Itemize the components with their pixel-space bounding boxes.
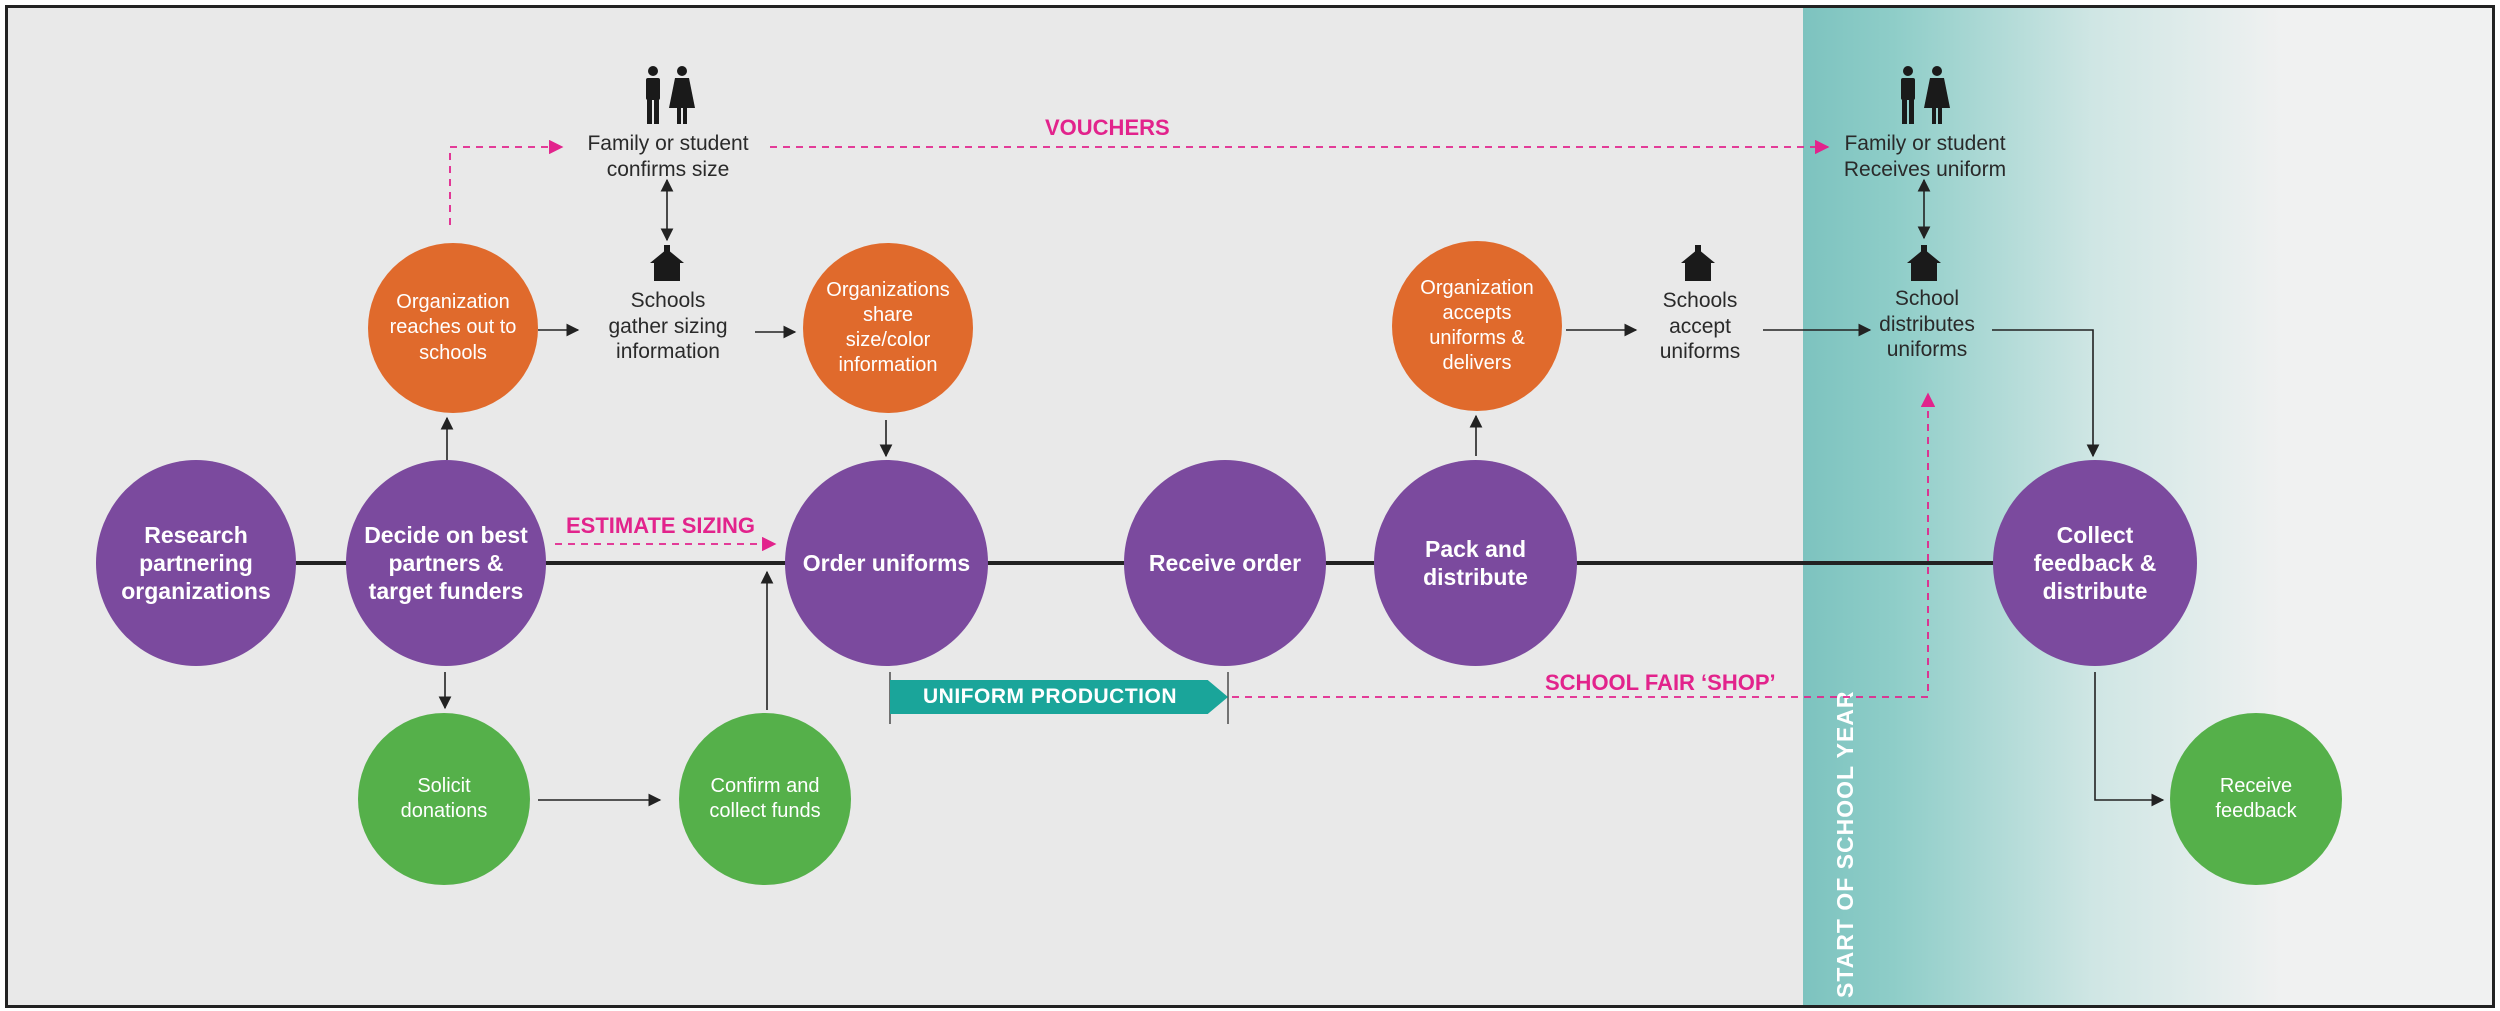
node-receive-order: Receive order xyxy=(1124,460,1326,666)
node-solicit: Solicit donations xyxy=(358,713,530,885)
label-estimate-sizing: ESTIMATE SIZING xyxy=(566,513,756,538)
node-order: Order uniforms xyxy=(785,460,988,666)
label-school-fair: SCHOOL FAIR ‘SHOP’ xyxy=(1545,670,1776,695)
label-school-distributes: School distributes uniforms xyxy=(1879,287,1975,362)
label-schools-accept: Schools accept uniforms xyxy=(1659,289,1741,364)
label-vouchers: VOUCHERS xyxy=(1045,115,1170,140)
node-org-accepts: Organization accepts uniforms & delivers xyxy=(1392,241,1562,411)
label-family-confirms: Family or student confirms size xyxy=(587,132,749,181)
node-research: Research partnering organizations xyxy=(96,460,296,666)
node-collect: Collect feedback & distribute xyxy=(1993,460,2197,666)
family-icon xyxy=(646,66,695,124)
school-icon xyxy=(1681,245,1715,281)
label-family-receives: Family or student Receives uniform xyxy=(1843,132,2007,181)
node-decide: Decide on best partners & target funders xyxy=(346,460,546,666)
school-icon xyxy=(1907,245,1941,281)
uniform-production-banner: UNIFORM PRODUCTION xyxy=(890,680,1228,714)
label-schools-gather: Schools gather sizing information xyxy=(608,289,728,364)
node-confirm-funds: Confirm and collect funds xyxy=(679,713,851,885)
node-pack: Pack and distribute xyxy=(1374,460,1577,666)
node-orgs-share: Organizations share size/color informati… xyxy=(803,243,973,413)
family-icon xyxy=(1901,66,1950,124)
node-receive-feedback: Receive feedback xyxy=(2170,713,2342,885)
node-org-reaches: Organization reaches out to schools xyxy=(368,243,538,413)
school-icon xyxy=(650,245,684,281)
